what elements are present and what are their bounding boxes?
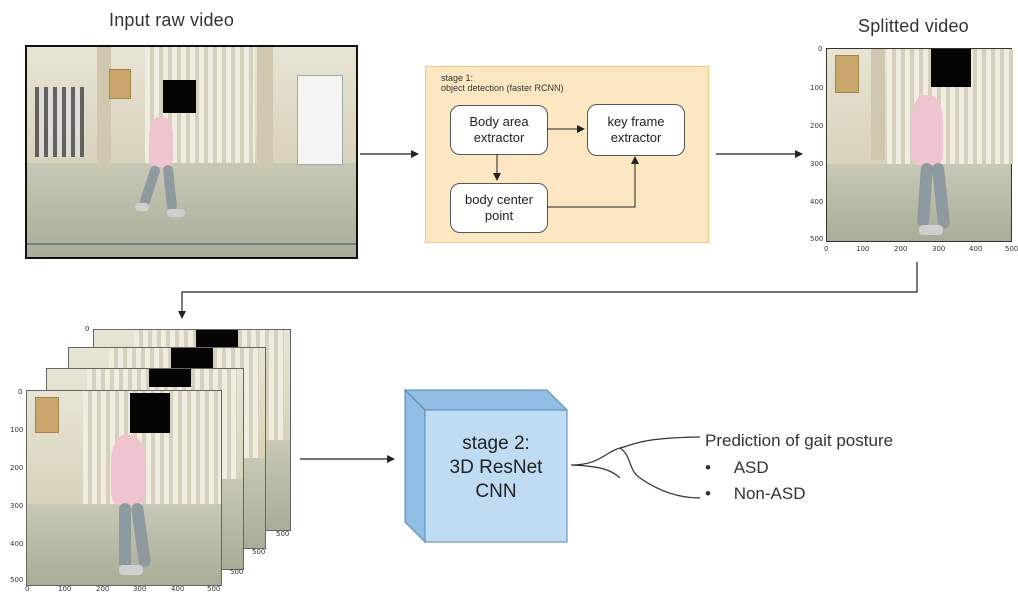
y-tick-label: 200 <box>10 464 24 472</box>
y-tick-label: 400 <box>10 540 24 548</box>
y-tick-label: 0 <box>18 388 23 396</box>
prediction-item-label: Non-ASD <box>733 484 806 503</box>
stage2-line2: 3D ResNet <box>449 457 543 478</box>
stacked-frame-front <box>26 390 222 586</box>
arrow-split-to-stack <box>178 262 918 319</box>
cube-front-face <box>424 409 568 543</box>
y-tick-label: 0 <box>818 45 823 53</box>
stage1-label: stage 1: object detection (faster RCNN) <box>441 73 564 93</box>
input-raw-video-frame <box>25 45 358 259</box>
x-tick-label: 100 <box>58 585 72 593</box>
stage2-label: stage 2: 3D ResNet CNN <box>425 432 567 504</box>
split-video-title: Splitted video <box>858 16 969 36</box>
input-video-title: Input raw video <box>109 10 235 30</box>
stage1-title: stage 1: <box>441 73 474 83</box>
back-frame-tick: 0 <box>85 325 90 333</box>
x-tick-label: 100 <box>856 245 870 253</box>
arrow-center-to-keyframe <box>547 156 639 208</box>
x-tick-label: 400 <box>171 585 185 593</box>
y-tick-label: 200 <box>810 122 824 130</box>
x-tick-label: 500 <box>207 585 221 593</box>
back-frame-tick: 500 <box>252 548 266 556</box>
stage2-line1: stage 2: <box>462 433 530 454</box>
prediction-item-asd: • ASD <box>705 458 769 478</box>
back-frame-tick: 500 <box>230 568 244 576</box>
stage2-cube <box>403 388 569 544</box>
bullet-icon: • <box>705 458 711 477</box>
stage1-method: object detection (faster RCNN) <box>441 83 564 93</box>
prediction-item-non-asd: • Non-ASD <box>705 484 806 504</box>
prediction-item-label: ASD <box>733 458 769 477</box>
y-tick-label: 300 <box>10 502 24 510</box>
bullet-icon: • <box>705 484 711 503</box>
x-tick-label: 300 <box>932 245 946 253</box>
cube-side-face <box>404 388 426 544</box>
x-tick-label: 400 <box>969 245 983 253</box>
prediction-title: Prediction of gait posture <box>705 431 894 450</box>
x-tick-label: 300 <box>133 585 147 593</box>
x-tick-label: 200 <box>96 585 110 593</box>
x-tick-label: 500 <box>1005 245 1018 253</box>
y-tick-label: 100 <box>10 426 24 434</box>
x-tick-label: 200 <box>894 245 908 253</box>
prediction-brace <box>570 436 701 499</box>
y-tick-label: 400 <box>810 198 824 206</box>
y-tick-label: 300 <box>810 160 824 168</box>
x-tick-label: 0 <box>25 585 30 593</box>
cube-top-face <box>403 389 569 411</box>
back-frame-tick: 500 <box>276 530 290 538</box>
y-tick-label: 100 <box>810 84 824 92</box>
stage2-line3: CNN <box>475 481 517 502</box>
x-tick-label: 0 <box>824 245 829 253</box>
y-tick-label: 500 <box>810 235 824 243</box>
y-tick-label: 500 <box>10 576 24 584</box>
split-video-frame <box>826 48 1013 242</box>
